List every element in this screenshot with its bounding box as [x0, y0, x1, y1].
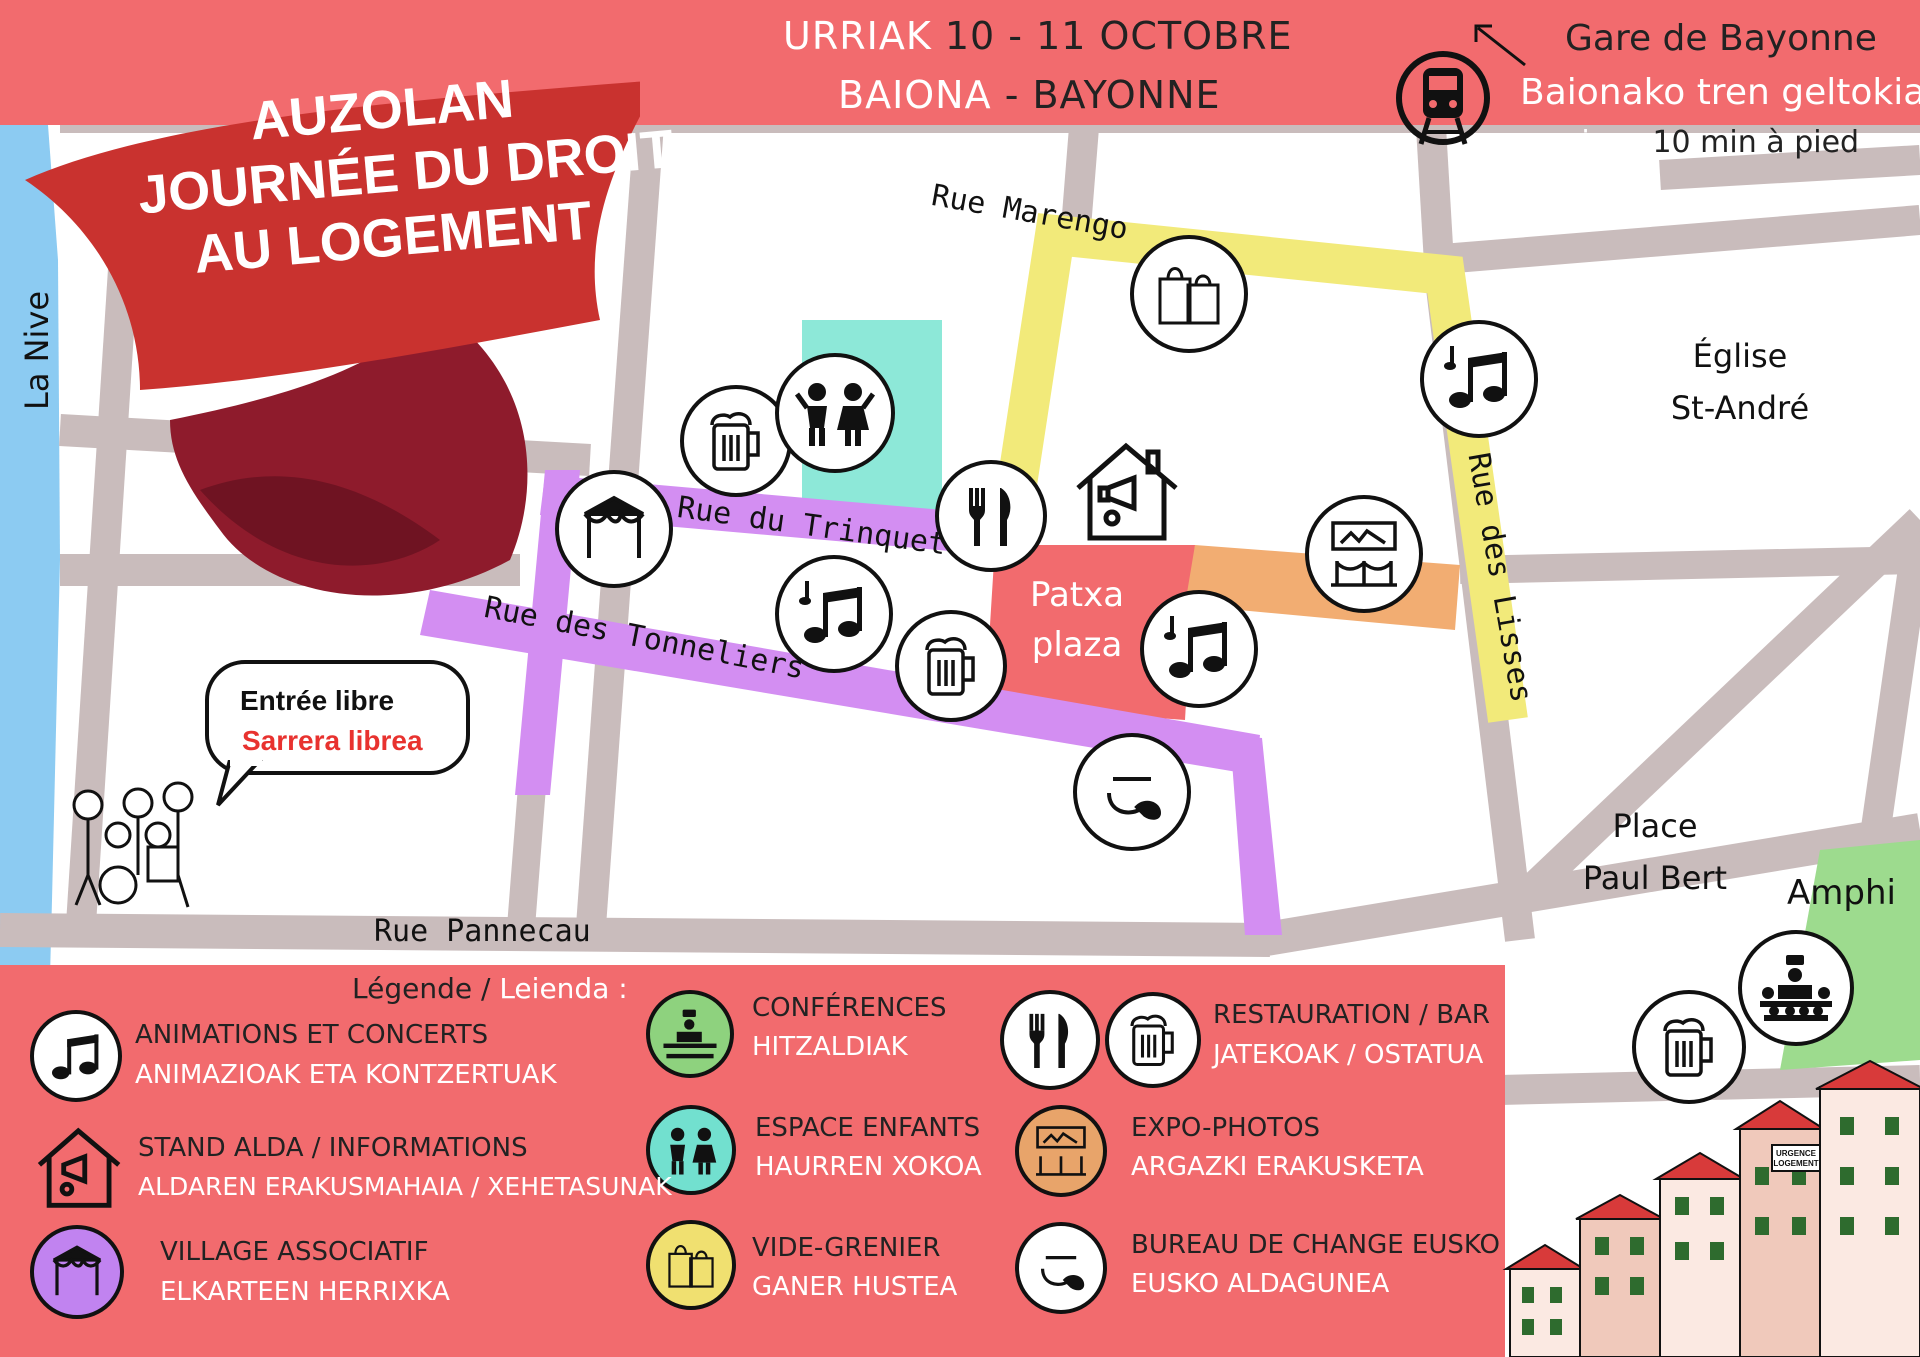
legend-item-0-fr: ANIMATIONS ET CONCERTS — [135, 1020, 489, 1050]
legend-panel — [0, 965, 1505, 1357]
legend-item-8-fr: BUREAU DE CHANGE EUSKO — [1131, 1230, 1500, 1260]
legend-item-4-eu: HAURREN XOKOA — [755, 1152, 982, 1182]
legend-music-notes-icon — [30, 1010, 122, 1102]
paul-bert-label-2: Paul Bert — [1582, 859, 1728, 897]
map-music-notes-icon — [1420, 320, 1538, 438]
header-city: BAIONA - BAYONNE — [838, 73, 1221, 117]
patxa-plaza-label: Patxa plaza — [1030, 570, 1124, 670]
legend-title: Légende / Leienda : — [352, 972, 628, 1005]
eglise-label-2: St-André — [1670, 389, 1810, 427]
crowd-doodle-icon — [72, 781, 194, 908]
paul-bert-label-1: Place — [1612, 807, 1698, 845]
yellow-route — [990, 213, 1528, 723]
walk-time: oinez 10 min à pied — [1563, 125, 1859, 160]
legend-item-2-eu: ELKARTEEN HERRIXKA — [160, 1277, 450, 1307]
legend-item-6-eu: JATEKOAK / OSTATUA — [1213, 1040, 1484, 1070]
map-photo-expo-icon — [1305, 495, 1423, 613]
map-beer-icon-3 — [1632, 990, 1746, 1104]
amphi-label: Amphi — [1787, 873, 1896, 913]
legend-house-megaphone-icon — [32, 1126, 127, 1211]
legend-item-5-fr: VIDE-GRENIER — [752, 1233, 941, 1263]
patxa-plaza-area — [985, 545, 1195, 720]
bubble-fr: Entrée libre — [240, 685, 395, 716]
legend-item-7-fr: EXPO-PHOTOS — [1131, 1113, 1321, 1143]
map-eusko-icon — [1073, 733, 1191, 851]
banner-flag — [25, 81, 640, 596]
legend-beer-icon — [1105, 992, 1201, 1088]
entry-bubble — [205, 660, 470, 775]
legend-photo-expo-icon — [1015, 1105, 1107, 1197]
patxa-label-2: plaza — [1031, 625, 1123, 665]
map-fork-knife-icon — [935, 460, 1047, 572]
map-music-notes-icon-2 — [775, 555, 893, 673]
buildings-illustration: URGENCE LOGEMENT — [1502, 1059, 1920, 1357]
legend-fork-knife-icon — [1000, 990, 1100, 1090]
legend-item-4-fr: ESPACE ENFANTS — [755, 1113, 981, 1143]
eglise-label: Église St-André — [1670, 330, 1810, 434]
bubble-tail — [216, 760, 263, 807]
legend-item-6-fr: RESTAURATION / BAR — [1213, 1000, 1490, 1030]
legend-tent-icon — [30, 1225, 124, 1319]
legend-title-eu: Leienda : — [499, 972, 628, 1005]
legend-item-3-eu: HITZALDIAK — [752, 1032, 908, 1062]
legend-eusko-icon — [1015, 1222, 1107, 1314]
header-dates-fr: 10 - 11 OCTOBRE — [944, 14, 1293, 58]
train-icon — [1393, 48, 1493, 148]
map-beer-icon-2 — [895, 610, 1007, 722]
map-conference-icon — [1738, 930, 1854, 1046]
header-dates-eu: URRIAK — [783, 14, 932, 58]
walk-eu: oinez — [1563, 125, 1643, 160]
legend-item-5-eu: GANER HUSTEA — [752, 1272, 958, 1302]
poster-line-1: URGENCE — [1776, 1149, 1817, 1158]
street-label-pannecau: Rue Pannecau — [374, 914, 591, 949]
walk-fr: 10 min à pied — [1652, 125, 1860, 160]
legend-item-7-eu: ARGAZKI ERAKUSKETA — [1131, 1152, 1424, 1182]
map-children-icon — [775, 353, 895, 473]
legend-title-sep: / — [472, 972, 500, 1005]
legend-item-3-fr: CONFÉRENCES — [752, 993, 947, 1023]
legend-shopping-bags-icon — [646, 1220, 736, 1310]
station-fr: Gare de Bayonne — [1565, 18, 1877, 59]
legend-item-2-fr: VILLAGE ASSOCIATIF — [160, 1237, 429, 1267]
poster-line-2: LOGEMENT — [1773, 1159, 1818, 1168]
legend-item-8-eu: EUSKO ALDAGUNEA — [1131, 1269, 1390, 1299]
header-city-sep: - — [991, 73, 1033, 117]
map-shopping-bags-icon — [1130, 235, 1248, 353]
header-dates: URRIAK 10 - 11 OCTOBRE — [783, 14, 1293, 58]
header-city-fr: BAYONNE — [1032, 73, 1221, 117]
header-band — [0, 0, 1920, 125]
map-house-megaphone-icon — [1070, 440, 1185, 545]
legend-title-fr: Légende — [352, 972, 473, 1005]
map-music-notes-icon-3 — [1140, 590, 1258, 708]
legend-children-icon — [646, 1105, 736, 1195]
legend-item-0-eu: ANIMAZIOAK ETA KONTZERTUAK — [135, 1060, 557, 1090]
map-tent-icon — [555, 470, 673, 588]
eglise-label-1: Église — [1692, 337, 1788, 375]
legend-conference-icon — [646, 990, 734, 1078]
bubble-eu: Sarrera librea — [242, 725, 423, 756]
legend-item-1-fr: STAND ALDA / INFORMATIONS — [138, 1133, 528, 1163]
header-city-eu: BAIONA — [838, 73, 992, 117]
patxa-label-1: Patxa — [1030, 575, 1125, 615]
paul-bert-label: Place Paul Bert — [1580, 800, 1730, 904]
station-eu: Baionako tren geltokia — [1520, 72, 1920, 113]
legend-item-1-eu: ALDAREN ERAKUSMAHAIA / XEHETASUNAK — [138, 1172, 672, 1201]
station-arrow-icon — [1470, 20, 1530, 70]
river-label-nive: La Nive — [18, 290, 56, 410]
